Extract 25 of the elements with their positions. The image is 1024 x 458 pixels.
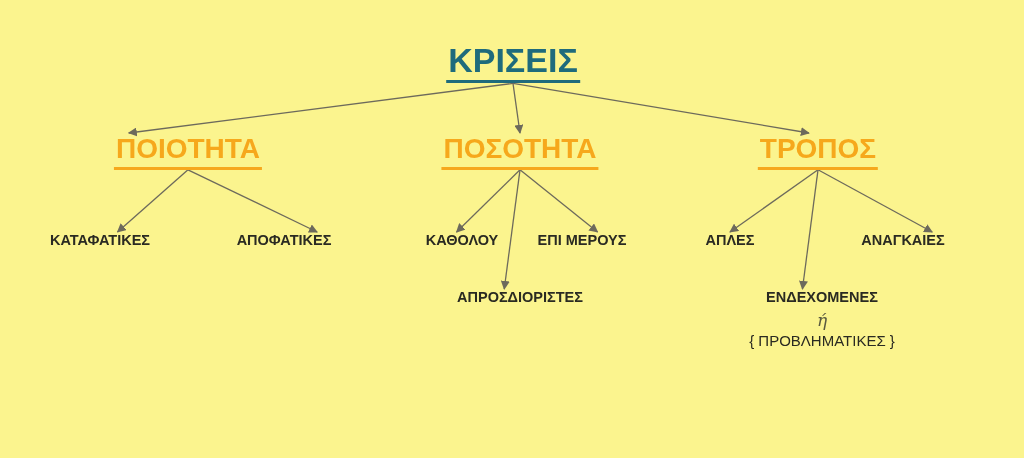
term-label: ΑΝΑΓΚΑΙΕΣ [861, 233, 945, 249]
term-label: ΚΑΤΑΦΑΤΙΚΕΣ [49, 233, 151, 249]
arrow [116, 169, 189, 233]
arrow [500, 169, 521, 290]
arrow [512, 82, 810, 137]
term-label: ΚΑΘΟΛΟΥ [425, 233, 499, 249]
arrow [799, 169, 819, 290]
term-label: ΕΠΙ ΜΕΡΟΥΣ [537, 233, 627, 249]
category-heading: ΤΡΟΠΟΣ [757, 134, 879, 170]
arrow [187, 169, 318, 233]
arrow [729, 169, 819, 233]
category-heading: ΠΟΙΟΤΗΤΑ [113, 134, 263, 170]
arrow [519, 169, 599, 233]
arrow [127, 82, 514, 137]
handwritten-note: ή [816, 310, 828, 330]
term-label: ΑΠΛΕΣ [705, 233, 755, 249]
term-label: ΑΠΡΟΣΔΙΟΡΙΣΤΕΣ [457, 290, 583, 306]
arrow [817, 169, 933, 233]
arrow [512, 82, 524, 134]
category-heading: ΠΟΣΟΤΗΤΑ [441, 134, 599, 170]
arrow [455, 169, 521, 233]
term-label: ΕΝΔΕΧΟΜΕΝΕΣ [766, 290, 878, 306]
term-label: ΑΠΟΦΑΤΙΚΕΣ [236, 233, 332, 249]
title-heading: ΚΡΙΣΕΙΣ [446, 42, 580, 84]
term-label: { ΠΡΟΒΛΗΜΑΤΙΚΕΣ } [749, 332, 895, 349]
